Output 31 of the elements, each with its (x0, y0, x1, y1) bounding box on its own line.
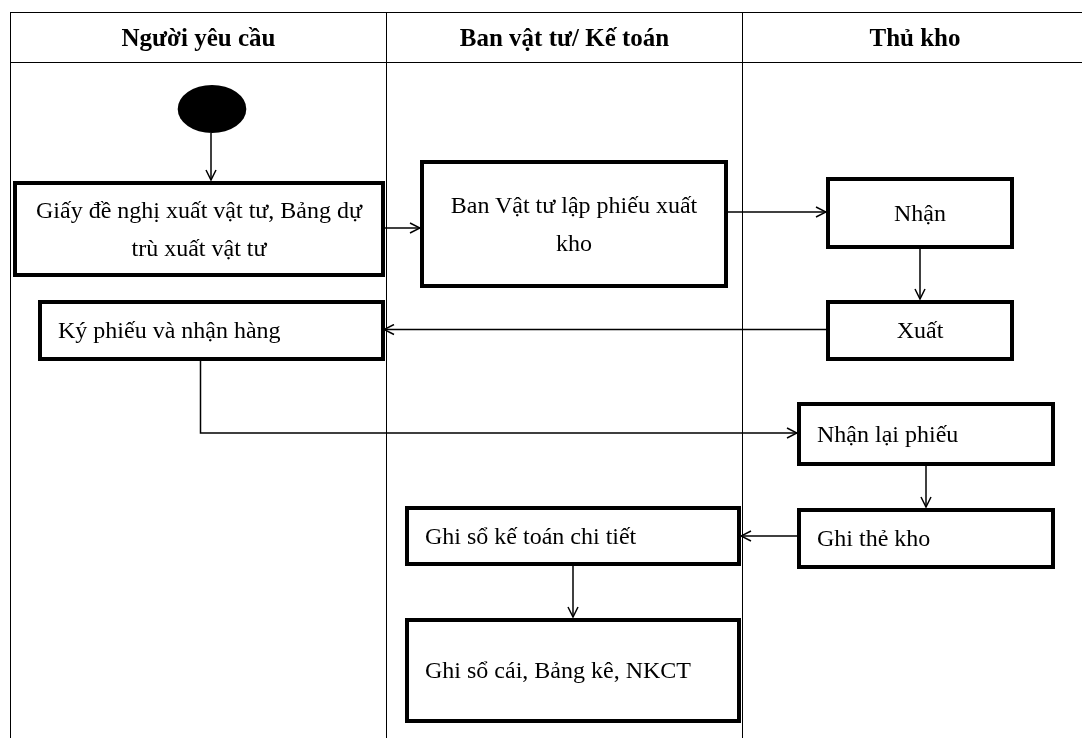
box-text: Ký phiếu và nhận hàng (58, 316, 281, 346)
box-text: Ban Vật tư lập phiếu xuất kho (449, 190, 699, 258)
arrow (199, 359, 798, 439)
arrow (205, 132, 217, 181)
swimlane (10, 12, 387, 738)
box-text: Nhận (894, 198, 946, 228)
arrow (920, 464, 932, 508)
start-node (177, 84, 247, 134)
process-box (826, 300, 1014, 361)
lane-header: Người yêu cầu (11, 13, 386, 63)
box-text: Ghi thẻ kho (817, 524, 931, 554)
process-box (797, 402, 1055, 466)
process-box (826, 177, 1014, 249)
swimlane (387, 12, 743, 738)
process-box (405, 506, 741, 566)
arrow (567, 564, 579, 618)
process-box (13, 181, 385, 277)
arrow (740, 530, 798, 542)
arrow (727, 206, 827, 218)
box-text: Xuất (896, 316, 944, 346)
box-text: Ghi sổ kế toán chi tiết (425, 521, 637, 551)
lane-header: Ban vật tư/ Kế toán (387, 13, 742, 63)
arrow (914, 247, 926, 300)
lane-header: Thủ kho (743, 13, 1082, 63)
box-text: Ghi sổ cái, Bảng kê, NKCT (425, 656, 691, 686)
process-box (797, 508, 1055, 569)
process-box (38, 300, 385, 361)
box-text: Giấy đề nghị xuất vật tư, Bảng dự trù xuất vật tư (35, 195, 364, 263)
process-box (420, 160, 728, 288)
process-box (405, 618, 741, 723)
box-text: Nhận lại phiếu (817, 419, 959, 449)
